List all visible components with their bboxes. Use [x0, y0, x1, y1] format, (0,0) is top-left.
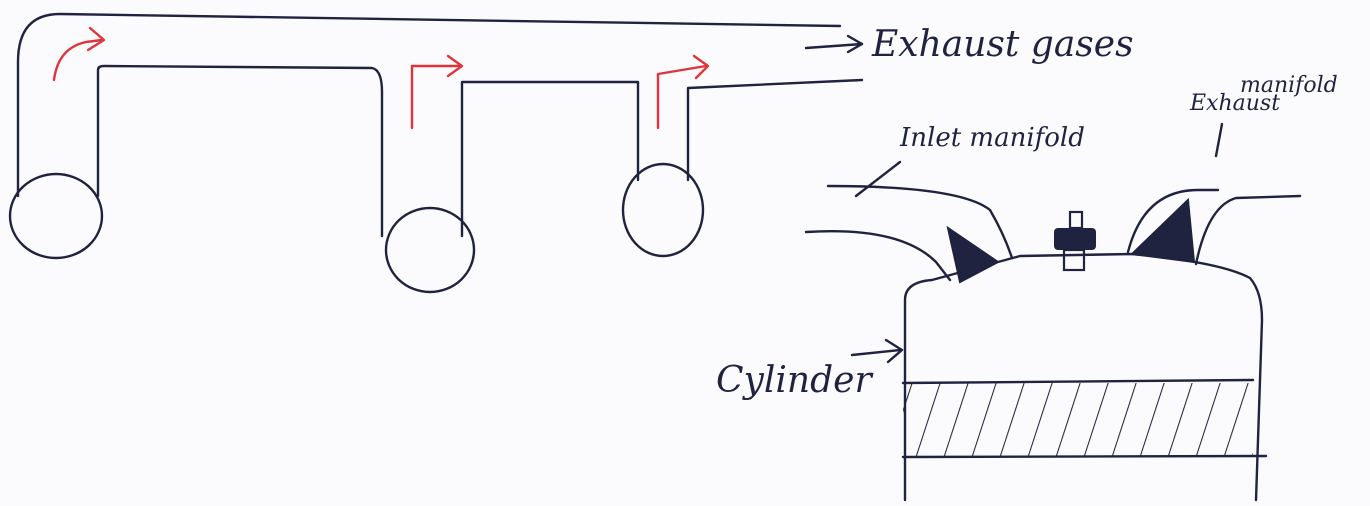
spark-plug — [1054, 210, 1096, 272]
exhaust-valve — [1129, 197, 1196, 264]
exhaust-gases-arrow — [804, 34, 864, 54]
piston — [901, 378, 1268, 459]
inlet-manifold-leader — [854, 160, 902, 198]
exhaust-manifold-label-line2: manifold — [1240, 73, 1338, 98]
inlet-manifold — [804, 184, 1014, 282]
inlet-manifold-label: Inlet manifold — [899, 123, 1085, 153]
cylinder-label: Cylinder — [716, 360, 873, 401]
flow-arrow-2 — [410, 54, 464, 130]
cylinder-leader-arrow — [850, 338, 904, 364]
flow-arrow-1 — [52, 26, 106, 82]
cylinder-body — [903, 252, 1264, 502]
exhaust-manifold-duct — [1126, 188, 1302, 266]
exhaust-manifold-label-line1: Exhaust — [1189, 91, 1280, 116]
exhaust-gases-label: Exhaust gases — [871, 24, 1134, 65]
exhaust-port-1 — [8, 172, 104, 260]
exhaust-manifold-pipe — [16, 12, 864, 238]
flow-arrow-3 — [656, 54, 710, 130]
exhaust-port-2 — [384, 206, 476, 294]
exhaust-manifold-leader — [1214, 122, 1224, 158]
inlet-valve — [946, 225, 1000, 284]
exhaust-port-3 — [621, 162, 705, 258]
